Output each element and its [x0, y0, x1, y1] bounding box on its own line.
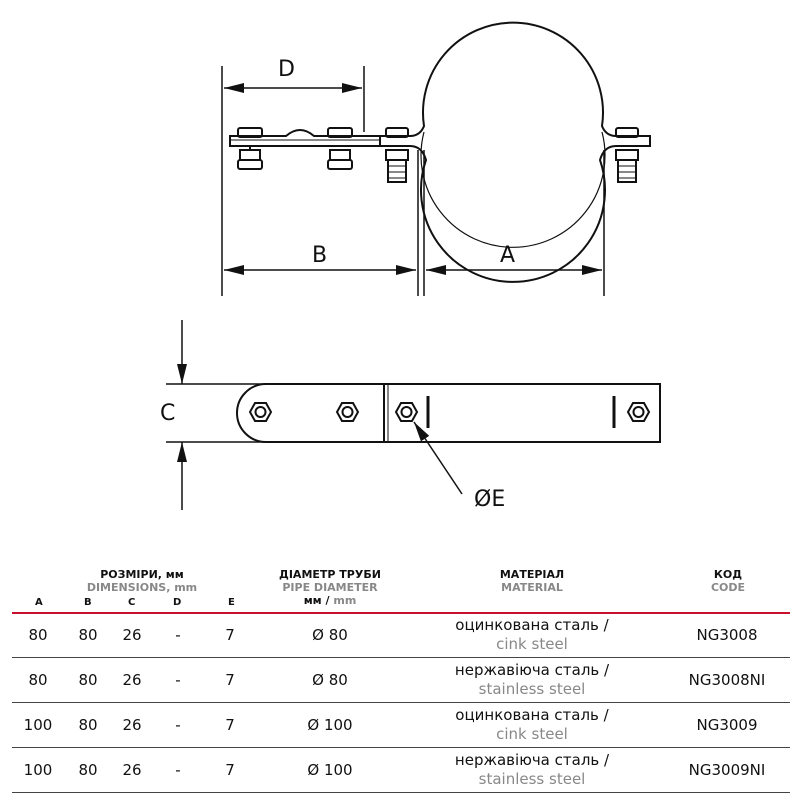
cell-material: нержавіюча сталь / stainless steel	[432, 661, 632, 699]
cell-b: 80	[78, 671, 98, 689]
cell-material: нержавіюча сталь / stainless steel	[432, 751, 632, 789]
header-pipe-ua: ДІАМЕТР ТРУБИ	[279, 568, 381, 581]
cell-b: 80	[78, 761, 98, 779]
cell-d: -	[175, 671, 181, 689]
dimension-c-label: C	[160, 401, 175, 426]
header-divider	[12, 612, 790, 614]
cell-c: 26	[122, 716, 142, 734]
cell-code: NG3008	[696, 626, 758, 644]
plan-nut-2	[335, 402, 360, 422]
cell-material: оцинкована сталь / cink steel	[432, 706, 632, 744]
cell-c: 26	[122, 626, 142, 644]
dimension-d-label: D	[278, 57, 295, 82]
cell-code: NG3008NI	[688, 671, 766, 689]
header-material-en: MATERIAL	[501, 581, 563, 594]
header-pipe-en: PIPE DIAMETER	[282, 581, 378, 594]
cell-e: 7	[225, 626, 235, 644]
table-row: 100 80 26 - 7 Ø 100 оцинкована сталь / c…	[12, 704, 790, 748]
cell-pipe: Ø 100	[307, 716, 353, 734]
col-letter-a: A	[35, 597, 43, 608]
leader-e	[413, 421, 463, 495]
header-pipe-unit-ua: мм	[303, 594, 322, 607]
cell-e: 7	[225, 716, 235, 734]
side-view	[221, 21, 651, 296]
material-ua: оцинкована сталь /	[455, 706, 609, 724]
header-material: МАТЕРІАЛ MATERIAL	[472, 568, 592, 594]
table-row: 80 80 26 - 7 Ø 80 нержавіюча сталь / sta…	[12, 659, 790, 703]
plan-hole-e	[394, 402, 419, 422]
cell-d: -	[175, 761, 181, 779]
cell-pipe: Ø 80	[312, 671, 348, 689]
bolt-left	[385, 127, 409, 183]
dimension-a-label: A	[500, 243, 515, 268]
cell-d: -	[175, 626, 181, 644]
header-pipe: ДІАМЕТР ТРУБИ PIPE DIAMETER мм / mm	[270, 568, 390, 607]
header-material-ua: МАТЕРІАЛ	[499, 568, 565, 581]
header-dimensions-ua: РОЗМІРИ, мм	[100, 568, 184, 581]
cell-material: оцинкована сталь / cink steel	[432, 616, 632, 654]
material-en: cink steel	[496, 635, 568, 653]
col-letter-c: C	[128, 597, 136, 608]
cell-code: NG3009NI	[688, 761, 766, 779]
cell-code: NG3009	[696, 716, 758, 734]
cell-a: 80	[28, 626, 48, 644]
cell-c: 26	[122, 671, 142, 689]
cell-d: -	[175, 716, 181, 734]
dimension-e-label: ØE	[474, 487, 505, 512]
col-letter-e: E	[228, 597, 235, 608]
material-en: cink steel	[496, 725, 568, 743]
table-row: 100 80 26 - 7 Ø 100 нержавіюча сталь / s…	[12, 749, 790, 793]
nut-1	[237, 127, 263, 170]
plan-nut-4	[626, 402, 651, 422]
material-ua: нержавіюча сталь /	[454, 751, 610, 769]
cell-a: 80	[28, 671, 48, 689]
material-en: stainless steel	[478, 680, 586, 698]
bolt-right	[615, 127, 639, 183]
cell-e: 7	[225, 671, 235, 689]
col-letter-d: D	[173, 597, 182, 608]
header-code-ua: КОД	[713, 568, 743, 581]
bracket-arm	[229, 129, 381, 147]
material-ua: нержавіюча сталь /	[454, 661, 610, 679]
pipe-clamp-ring	[380, 21, 651, 283]
cell-c: 26	[122, 761, 142, 779]
cell-pipe: Ø 80	[312, 626, 348, 644]
cell-b: 80	[78, 626, 98, 644]
cell-a: 100	[23, 761, 53, 779]
plan-strip	[236, 383, 661, 443]
table-row: 80 80 26 - 7 Ø 80 оцинкована сталь / cin…	[12, 614, 790, 658]
dimension-b-label: B	[312, 243, 327, 268]
nut-2	[327, 127, 353, 170]
cell-e: 7	[225, 761, 235, 779]
cell-a: 100	[23, 716, 53, 734]
material-ua: оцинкована сталь /	[455, 616, 609, 634]
header-dimensions: РОЗМІРИ, мм DIMENSIONS, mm	[72, 568, 212, 594]
technical-drawing: D B A C	[160, 21, 661, 512]
plan-nut-1	[248, 402, 273, 422]
header-dimensions-en: DIMENSIONS, mm	[86, 581, 198, 594]
material-en: stainless steel	[478, 770, 586, 788]
plan-view	[166, 320, 661, 510]
cell-b: 80	[78, 716, 98, 734]
header-code-en: CODE	[710, 581, 746, 594]
header-pipe-unit-en: mm	[333, 594, 357, 607]
col-letter-b: B	[84, 597, 92, 608]
cell-pipe: Ø 100	[307, 761, 353, 779]
header-code: КОД CODE	[688, 568, 768, 594]
